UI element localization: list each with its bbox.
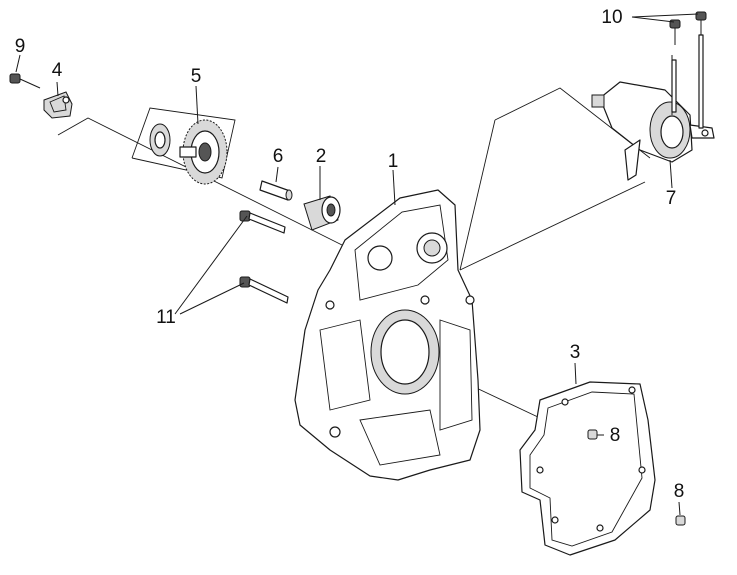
leader-3 (574, 362, 577, 385)
leader-11b (179, 282, 245, 315)
part-9-bolt (9, 73, 41, 89)
leader-9 (15, 54, 21, 73)
leader-7 (669, 159, 673, 189)
callout-5: 5 (191, 66, 202, 87)
leader-11a (174, 215, 248, 315)
callout-6: 6 (273, 146, 284, 167)
part-4-bracket (43, 91, 73, 119)
part-10-motor-bolts (669, 11, 707, 129)
callout-2: 2 (316, 146, 327, 167)
guide-line-starter-left (459, 119, 496, 271)
callout-4: 4 (52, 60, 63, 81)
guide-line-bolt-to-case (57, 117, 349, 249)
part-6-shaft (259, 180, 293, 201)
part-5-gear-set (149, 119, 228, 185)
leader-8b (678, 501, 681, 516)
part-3-gasket (519, 381, 656, 556)
callout-10: 10 (601, 7, 622, 28)
callout-11: 11 (156, 307, 176, 328)
callout-labels: 9 4 5 6 2 1 3 8 8 7 10 11 (15, 7, 685, 502)
callout-1: 1 (388, 151, 399, 172)
part-2-bushing (303, 195, 341, 231)
leader-10a (631, 16, 675, 23)
callout-leaders (15, 13, 699, 516)
callout-9: 9 (15, 36, 26, 57)
part-1-crankcase (294, 189, 481, 481)
guide-line-starter-lower (459, 181, 646, 271)
callout-7: 7 (666, 188, 677, 209)
leader-1 (392, 169, 396, 206)
leader-6 (275, 166, 279, 183)
part-11-long-bolts (239, 210, 289, 304)
guide-line-gasket (469, 384, 541, 419)
callout-3: 3 (570, 342, 581, 363)
leader-10b (631, 13, 699, 18)
callout-8-upper: 8 (610, 425, 621, 446)
alignment-guide-lines (57, 87, 651, 419)
callout-8-lower: 8 (674, 481, 685, 502)
part-7-starter-motor (591, 81, 715, 181)
leader-4 (56, 81, 59, 97)
part-8-dowel-pins (587, 429, 686, 526)
leader-5 (195, 85, 199, 125)
